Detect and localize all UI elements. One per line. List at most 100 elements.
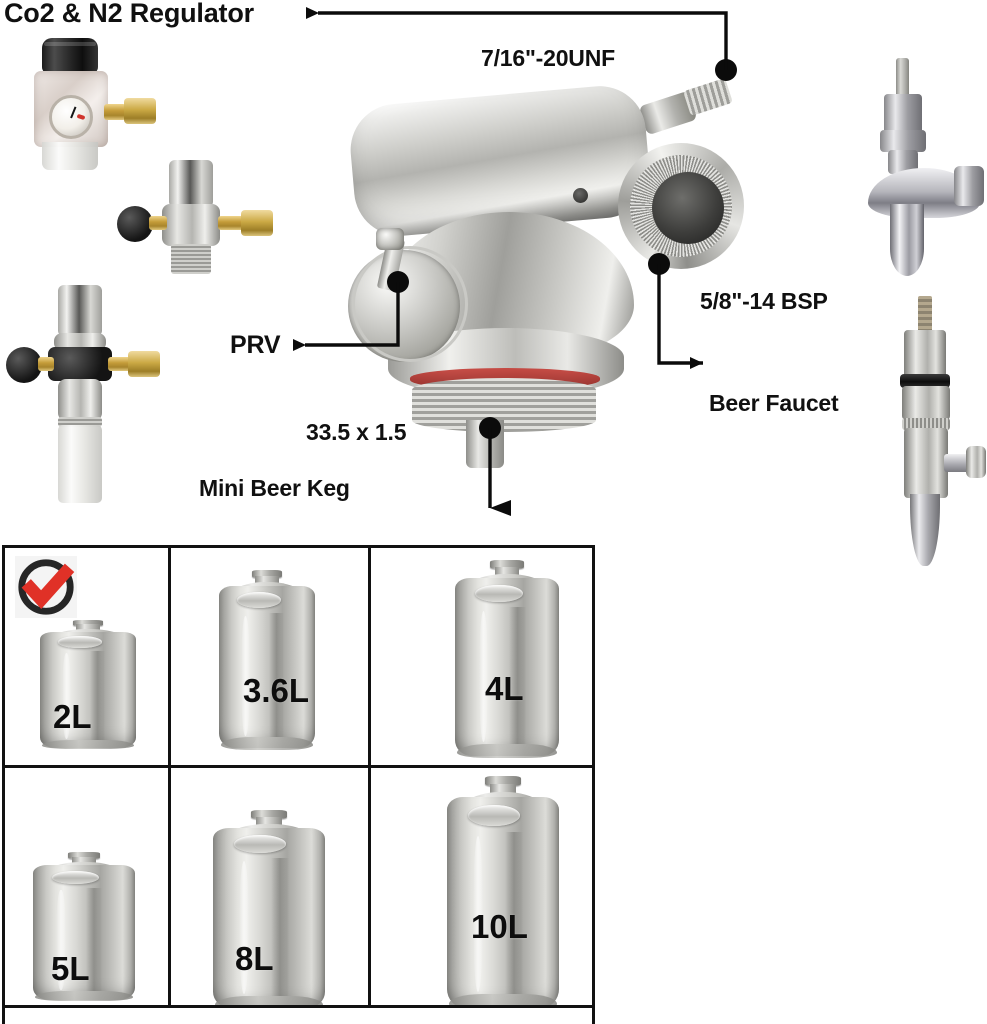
keg-base bbox=[457, 744, 557, 758]
regulator-brass-stem bbox=[104, 104, 126, 120]
stout-upper-body bbox=[904, 330, 946, 378]
regulator-lower-housing bbox=[42, 142, 98, 170]
regulator-collar-lower bbox=[54, 333, 106, 351]
beer-outlet-spout bbox=[466, 420, 504, 468]
unf-threaded-tip bbox=[683, 77, 733, 117]
stout-knurled-band bbox=[902, 418, 950, 430]
keg-highlight bbox=[472, 836, 483, 992]
keg-thread-33-5x1-5 bbox=[412, 378, 596, 432]
keg-size-label: 2L bbox=[53, 698, 92, 735]
keg-body bbox=[219, 586, 315, 748]
keg-image-2l bbox=[40, 620, 136, 750]
faucet-shank bbox=[896, 58, 909, 98]
keg-cap bbox=[490, 560, 524, 569]
regulator-top-knob-lower bbox=[58, 285, 102, 335]
keg-size-label: 8L bbox=[235, 940, 274, 977]
keg-cap bbox=[251, 810, 287, 819]
keg-shading bbox=[89, 650, 106, 741]
keg-size-cell-4l[interactable]: 4L bbox=[371, 548, 592, 768]
keg-highlight bbox=[56, 890, 66, 990]
keg-size-cell-8l[interactable]: 8L bbox=[171, 768, 371, 1008]
keg-handle bbox=[474, 584, 523, 603]
keg-size-cell-5l[interactable]: 5L bbox=[5, 768, 171, 1008]
keg-neck bbox=[76, 624, 100, 633]
gauge-red-zone bbox=[76, 113, 86, 120]
prv-pull-ring bbox=[352, 246, 468, 362]
keg-cap bbox=[251, 570, 283, 578]
regulator-brass-stem-left-lower bbox=[38, 357, 54, 371]
regulator-brass-stem-right-lower bbox=[108, 357, 132, 371]
keg-highlight bbox=[238, 861, 249, 995]
regulator-adjust-knob bbox=[42, 38, 98, 74]
stout-beer-faucet bbox=[886, 296, 986, 566]
keg-body bbox=[213, 827, 325, 1005]
stout-o-ring bbox=[900, 374, 950, 388]
keg-cap bbox=[67, 852, 101, 859]
faucet-spout bbox=[890, 204, 924, 276]
keg-shading bbox=[86, 887, 103, 992]
stout-mid-body bbox=[902, 386, 950, 420]
keg-base bbox=[220, 737, 314, 750]
keg-handle bbox=[468, 805, 520, 826]
keg-image-4l bbox=[455, 560, 559, 758]
keg-body bbox=[40, 631, 136, 748]
keg-shading bbox=[271, 857, 290, 997]
regulator-center-grip-lower bbox=[48, 347, 112, 381]
keg-shading bbox=[268, 612, 285, 738]
keg-highlight bbox=[62, 653, 71, 740]
keg-body bbox=[455, 577, 559, 756]
keg-base bbox=[449, 994, 557, 1005]
regulator-brass-stem-right-upper bbox=[218, 216, 244, 230]
label-dimension: 33.5 x 1.5 bbox=[306, 419, 407, 445]
regulator-brass-stem-left-upper bbox=[149, 216, 167, 230]
keg-tap-dispenser-head bbox=[330, 60, 750, 480]
keg-shading bbox=[509, 607, 526, 745]
mini-gas-regulator-lower bbox=[6, 285, 186, 505]
keg-cap bbox=[485, 776, 521, 787]
keg-base bbox=[41, 740, 135, 750]
faucet-coupling-nut bbox=[880, 130, 926, 152]
chrome-beer-faucet bbox=[862, 58, 984, 276]
keg-handle bbox=[237, 592, 282, 609]
keg-size-grid: 2L 3.6L bbox=[2, 545, 595, 1024]
keg-shading bbox=[505, 831, 524, 995]
faucet-rear-collar bbox=[954, 166, 984, 206]
keg-image-8l bbox=[213, 810, 325, 1005]
keg-highlight bbox=[478, 610, 489, 743]
keg-size-cell-3-6l[interactable]: 3.6L bbox=[171, 548, 371, 768]
keg-highlight bbox=[241, 616, 250, 736]
keg-handle bbox=[58, 636, 103, 648]
regulator-brass-nut bbox=[124, 98, 156, 124]
keg-neck bbox=[255, 576, 279, 588]
keg-size-label: 3.6L bbox=[243, 672, 310, 709]
keg-handle bbox=[52, 870, 100, 884]
keg-handle bbox=[234, 834, 286, 853]
co2-n2-regulator-illustration bbox=[16, 38, 166, 170]
stout-lower-body bbox=[904, 428, 948, 498]
keg-image-3-6l bbox=[219, 570, 315, 750]
bsp-bore-opening bbox=[652, 172, 724, 244]
label-bsp-thread: 5/8"-14 BSP bbox=[700, 288, 828, 314]
keg-size-label: 10L bbox=[471, 908, 528, 945]
label-mini-beer-keg: Mini Beer Keg bbox=[199, 475, 350, 501]
label-beer-faucet: Beer Faucet bbox=[709, 390, 839, 416]
keg-size-cell-10l[interactable]: 10L bbox=[371, 768, 592, 1008]
keg-image-10l bbox=[447, 776, 559, 1005]
keg-image-5l bbox=[33, 852, 135, 1002]
regulator-brass-nut-lower bbox=[128, 351, 160, 377]
regulator-top-knob-upper bbox=[169, 160, 213, 206]
stout-lever-knob bbox=[966, 446, 986, 478]
regulator-brass-nut-upper bbox=[241, 210, 273, 236]
regulator-stem-lower bbox=[58, 379, 102, 421]
barrel-vent-hole bbox=[573, 188, 588, 203]
keg-cap bbox=[72, 620, 104, 626]
keg-base bbox=[35, 991, 133, 1002]
stout-nozzle-tip bbox=[910, 494, 940, 566]
prv-button bbox=[376, 228, 404, 250]
keg-size-cell-2l[interactable]: 2L bbox=[5, 548, 171, 768]
pressure-gauge bbox=[49, 95, 93, 139]
keg-body bbox=[33, 865, 135, 1000]
keg-body bbox=[447, 796, 559, 1005]
label-prv: PRV bbox=[230, 331, 281, 359]
keg-size-label: 5L bbox=[51, 950, 90, 987]
